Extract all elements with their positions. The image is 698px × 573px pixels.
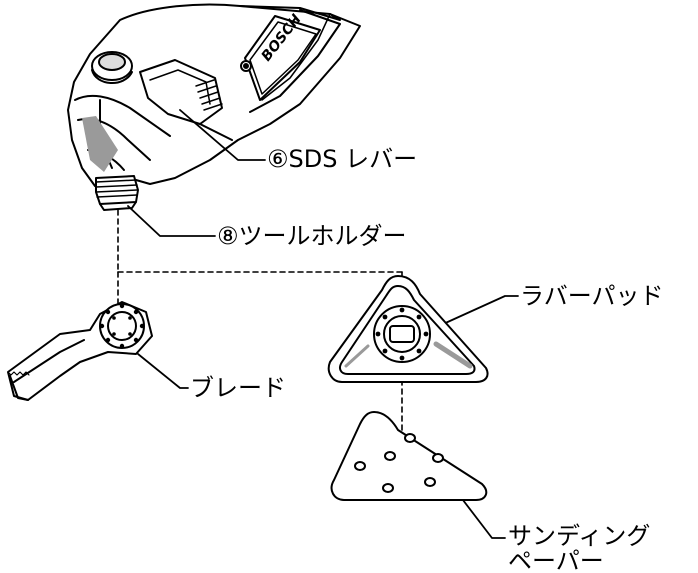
blade-illustration (7, 301, 153, 401)
rubber-pad-illustration (327, 275, 489, 383)
sanding-paper-label-line2: ペーパー (508, 547, 604, 573)
tool-holder-label: ⑧ツールホルダー (217, 222, 407, 250)
sanding-paper-label-line1: サンディング (508, 522, 651, 550)
sanding-paper-illustration (330, 411, 488, 501)
sds-lever-label: ⑥SDS レバー (267, 145, 418, 173)
blade-label: ブレード (190, 374, 286, 402)
rubber-pad-label: ラバーパッド (520, 282, 664, 310)
multi-tool-illustration (67, 3, 361, 211)
